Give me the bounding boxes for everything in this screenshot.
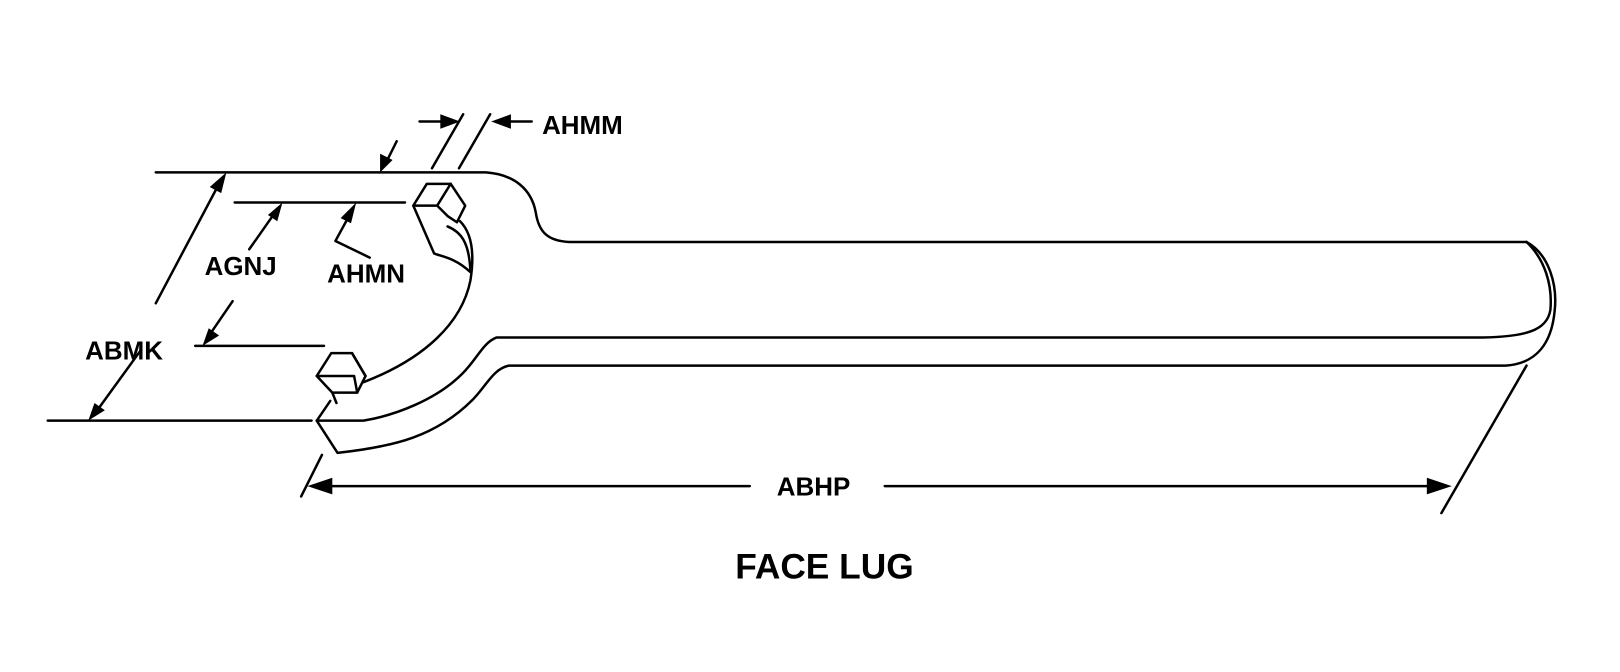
- label-ahmm: AHMM: [542, 110, 623, 140]
- dimension-lines: [46, 113, 1528, 515]
- label-agnj: AGNJ: [205, 251, 277, 281]
- spanner-wrench: [154, 171, 1557, 455]
- label-abmk: ABMK: [85, 335, 163, 365]
- figure-title: FACE LUG: [735, 548, 913, 587]
- label-abhp: ABHP: [777, 471, 851, 501]
- label-ahmn: AHMN: [327, 259, 405, 289]
